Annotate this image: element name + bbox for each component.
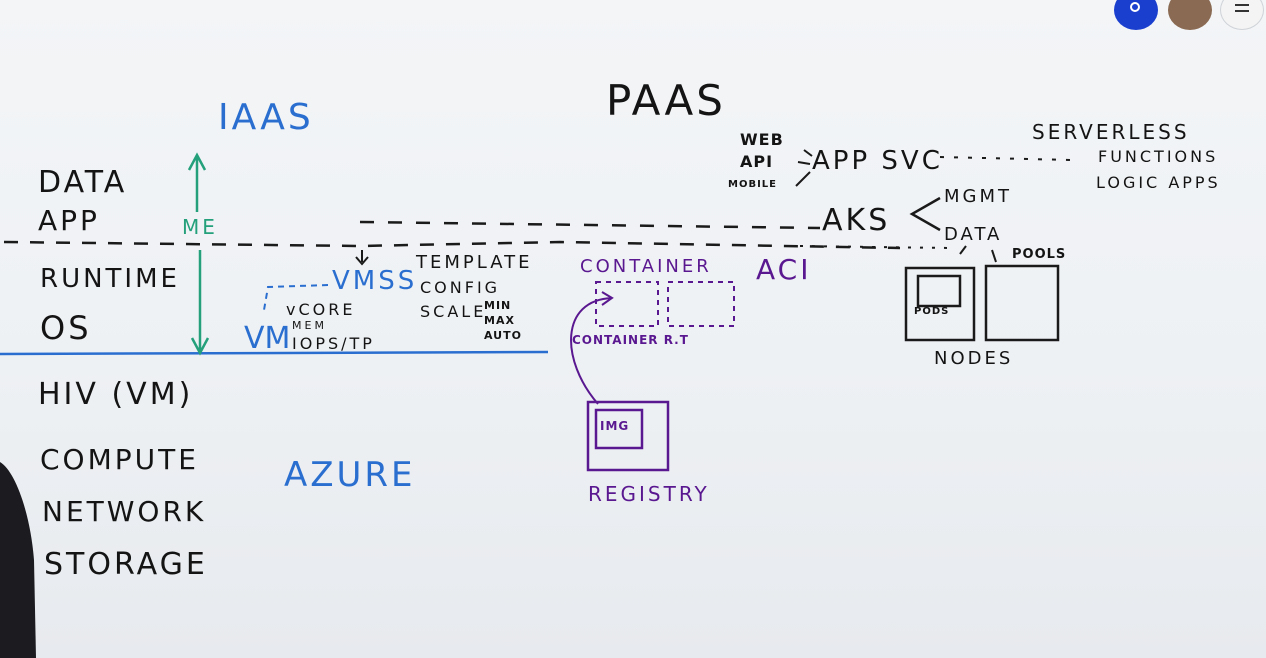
me-label: ME — [182, 215, 218, 239]
layer-runtime: RUNTIME — [40, 264, 180, 294]
functions-label: FUNCTIONS — [1098, 147, 1219, 166]
appsvc-ticks — [795, 149, 813, 187]
iops-label: IOPS/TP — [292, 334, 375, 353]
me-up-arrow — [187, 152, 207, 212]
iaas-boundary-line — [0, 350, 549, 356]
mem-label: MEM — [292, 319, 327, 332]
container-runtime-label: CONTAINER R.T — [572, 333, 689, 347]
paas-header: PAAS — [606, 76, 726, 125]
serverless-label: SERVERLESS — [1032, 120, 1190, 144]
container-box-2 — [667, 281, 735, 327]
vm-label: VM — [244, 321, 291, 356]
layer-app: APP — [38, 204, 100, 237]
appsvc-label: APP SVC — [812, 146, 943, 176]
layer-os: OS — [40, 309, 92, 347]
iaas-header: IAAS — [218, 97, 314, 138]
container-label: CONTAINER — [580, 256, 712, 277]
config-label: CONFIG — [420, 278, 501, 297]
pod-box — [916, 274, 962, 308]
registry-box — [586, 400, 670, 472]
mobile-label: MOBILE — [728, 179, 777, 190]
logic-apps-label: LOGIC APPS — [1096, 173, 1221, 192]
vmss-down-arrow — [355, 250, 369, 266]
pools-label: POOLS — [1012, 247, 1067, 262]
presenter-silhouette — [0, 462, 36, 658]
divider-dashed-line — [3, 240, 901, 250]
scale-label: SCALE — [420, 302, 487, 321]
max-label: MAX — [484, 314, 515, 327]
divider-dashed-line-upper — [359, 220, 821, 230]
min-label: MIN — [484, 299, 512, 312]
nodes-label: NODES — [934, 348, 1014, 369]
web-label: WEB — [740, 130, 784, 149]
registry-label: REGISTRY — [588, 482, 710, 506]
aks-label: AKS — [822, 203, 891, 238]
img-box — [594, 408, 644, 450]
aks-aci-dashed — [799, 245, 951, 249]
layer-compute: COMPUTE — [40, 443, 199, 476]
menu-icon — [1235, 4, 1249, 12]
vmss-label: VMSS — [332, 266, 418, 296]
serverless-dashed-line — [939, 156, 1073, 161]
layer-network: NETWORK — [42, 495, 207, 528]
aks-bracket — [909, 196, 941, 232]
pools-ticks — [959, 245, 997, 263]
container-box-1 — [595, 281, 659, 327]
data-plane-label: DATA — [944, 224, 1003, 245]
user-icon — [1130, 2, 1140, 12]
layer-storage: STORAGE — [44, 547, 208, 582]
mgmt-label: MGMT — [944, 186, 1013, 207]
node-box-2 — [984, 264, 1060, 342]
aci-label: ACI — [756, 253, 812, 286]
layer-data: DATA — [38, 165, 128, 200]
pods-label: PODS — [914, 306, 950, 317]
azure-label: AZURE — [284, 455, 416, 495]
node-box-1 — [904, 266, 976, 342]
vmss-connector — [263, 284, 329, 311]
api-label: API — [740, 152, 774, 171]
vcore-label: vCORE — [286, 300, 356, 319]
auto-label: AUTO — [484, 329, 522, 342]
template-label: TEMPLATE — [416, 252, 533, 273]
img-label: IMG — [600, 419, 630, 433]
me-down-arrow — [190, 250, 210, 356]
registry-to-container-arrow — [570, 291, 614, 405]
layer-hypervisor: HIV (VM) — [38, 377, 194, 412]
